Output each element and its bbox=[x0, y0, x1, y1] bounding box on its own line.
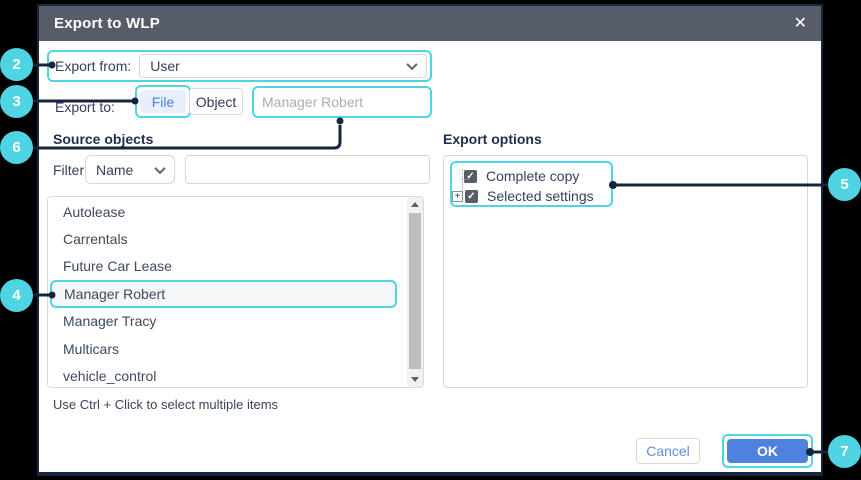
export-options-highlight: ✓ Complete copy + ✓ Selected settings bbox=[450, 161, 613, 207]
checkbox-checked-icon[interactable]: ✓ bbox=[464, 169, 477, 183]
export-from-select[interactable]: User bbox=[139, 54, 427, 78]
object-toggle-button[interactable]: Object bbox=[189, 88, 243, 115]
callout-badge-4: 4 bbox=[0, 279, 33, 312]
scrollbar-thumb[interactable] bbox=[409, 213, 421, 369]
list-item[interactable]: Multicars bbox=[48, 334, 407, 363]
tree-connector-line bbox=[462, 169, 463, 191]
list-item[interactable]: Autolease bbox=[48, 198, 407, 226]
source-objects-list: Autolease Carrentals Future Car Lease Ma… bbox=[47, 196, 424, 388]
source-objects-list-items: Autolease Carrentals Future Car Lease Ma… bbox=[48, 198, 407, 387]
dialog-title: Export to WLP bbox=[54, 15, 160, 32]
scroll-up-icon[interactable] bbox=[407, 197, 423, 212]
export-from-label: Export from: bbox=[55, 58, 132, 74]
option-label: Complete copy bbox=[486, 168, 580, 184]
export-dialog: Export to WLP ✕ Export from: User Export… bbox=[37, 4, 823, 476]
callout-badge-5: 5 bbox=[828, 168, 861, 201]
export-options-heading: Export options bbox=[443, 131, 542, 147]
option-selected-settings: + ✓ Selected settings bbox=[452, 186, 611, 206]
tree-expand-icon[interactable]: + bbox=[452, 190, 463, 202]
export-filename-input[interactable] bbox=[262, 90, 422, 114]
callout-badge-6: 6 bbox=[0, 131, 33, 164]
source-objects-heading: Source objects bbox=[53, 131, 154, 147]
cancel-button[interactable]: Cancel bbox=[636, 438, 700, 464]
chevron-down-icon bbox=[406, 58, 418, 71]
checkbox-checked-icon[interactable]: ✓ bbox=[465, 189, 478, 203]
scroll-down-icon[interactable] bbox=[407, 372, 423, 387]
callout-badge-7: 7 bbox=[828, 435, 861, 468]
list-item[interactable]: vehicle_control bbox=[48, 362, 407, 387]
tree-connector-line bbox=[462, 179, 469, 180]
filter-by-select[interactable]: Name bbox=[85, 155, 175, 184]
ok-button-highlight: OK bbox=[722, 434, 813, 468]
export-from-value: User bbox=[150, 58, 180, 74]
close-icon[interactable]: ✕ bbox=[793, 15, 807, 32]
list-item-selected[interactable]: Manager Robert bbox=[50, 280, 397, 308]
callout-badge-3: 3 bbox=[0, 85, 33, 118]
list-scrollbar[interactable] bbox=[407, 197, 423, 387]
export-to-label: Export to: bbox=[55, 99, 115, 115]
export-from-row: Export from: User bbox=[47, 50, 432, 82]
option-complete-copy: ✓ Complete copy bbox=[452, 166, 611, 186]
filter-input[interactable] bbox=[185, 155, 430, 184]
list-item[interactable]: Carrentals bbox=[48, 225, 407, 253]
dialog-titlebar: Export to WLP ✕ bbox=[39, 6, 821, 41]
export-options-panel: ✓ Complete copy + ✓ Selected settings bbox=[443, 155, 808, 388]
file-toggle-button[interactable]: File bbox=[140, 90, 186, 113]
export-filename-highlight bbox=[252, 86, 432, 118]
filter-label: Filter: bbox=[53, 162, 88, 178]
multi-select-hint: Use Ctrl + Click to select multiple item… bbox=[53, 397, 279, 412]
filter-by-value: Name bbox=[96, 161, 134, 178]
ok-button[interactable]: OK bbox=[727, 439, 808, 463]
export-to-file-highlight: File bbox=[135, 85, 191, 118]
list-item[interactable]: Future Car Lease bbox=[48, 252, 407, 281]
chevron-down-icon bbox=[154, 162, 166, 174]
list-item[interactable]: Manager Tracy bbox=[48, 307, 407, 335]
option-label: Selected settings bbox=[487, 188, 594, 204]
callout-badge-2: 2 bbox=[0, 48, 33, 81]
